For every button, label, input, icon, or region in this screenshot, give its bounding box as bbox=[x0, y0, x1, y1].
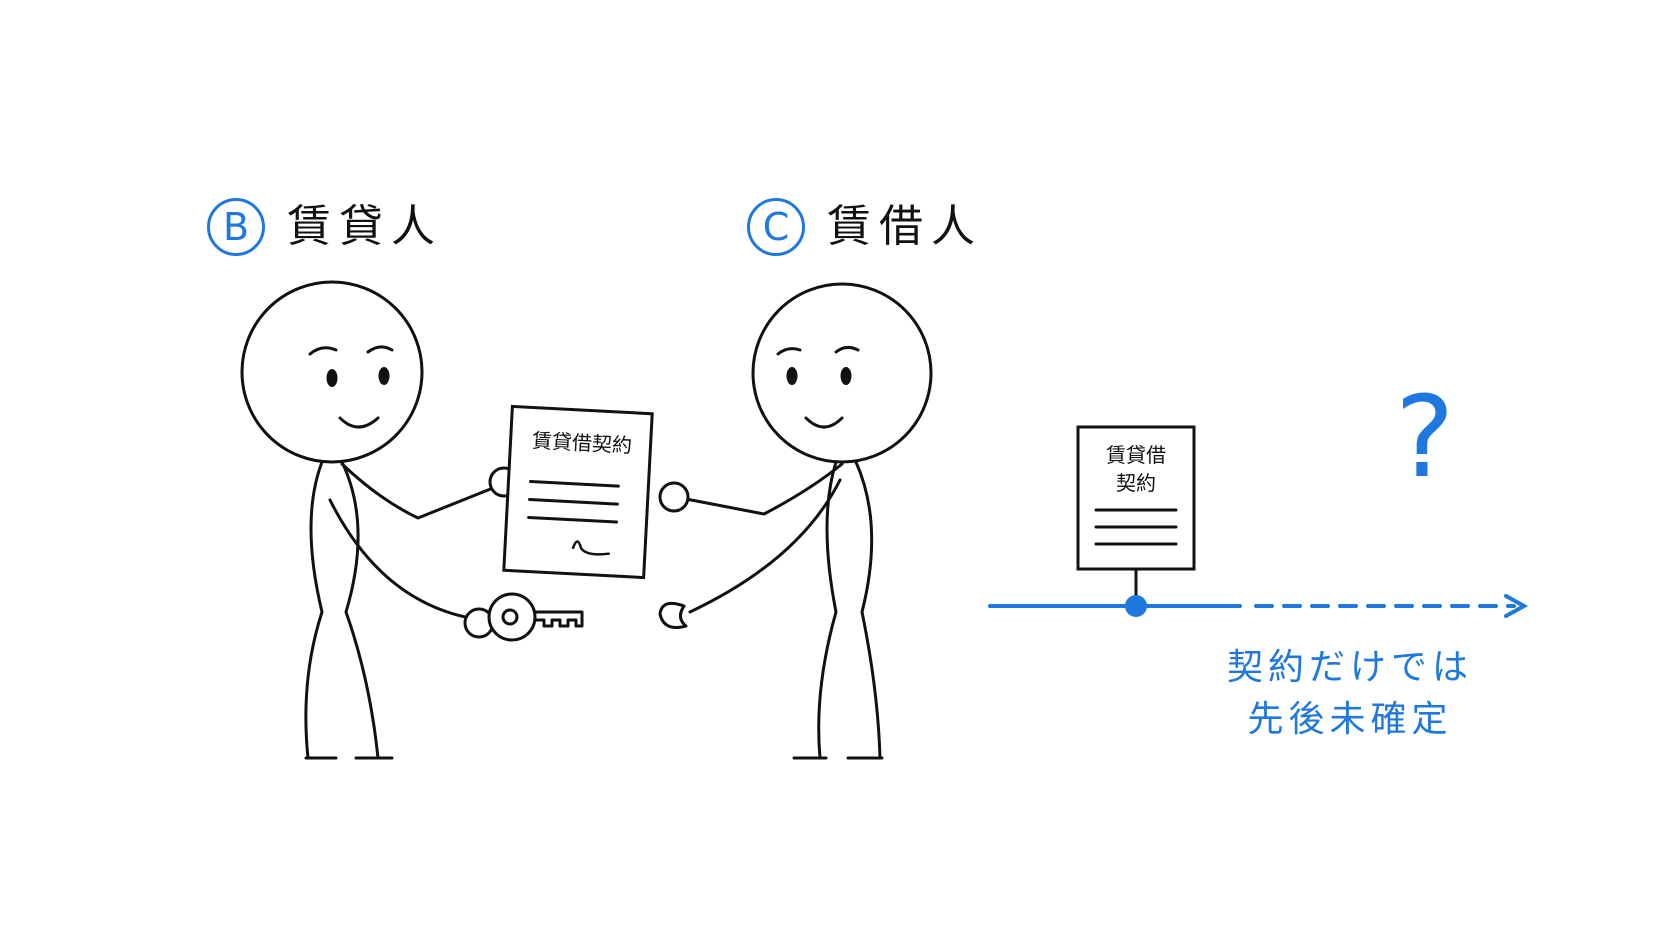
lessor-letter-badge: B bbox=[207, 198, 265, 256]
question-mark-icon: ? bbox=[1395, 373, 1455, 503]
contract-document-icon bbox=[502, 404, 654, 580]
timeline-document-title-line1: 賃貸借 bbox=[1106, 443, 1166, 467]
timeline-document-icon bbox=[1076, 425, 1196, 600]
lessee-name: 賃借人 bbox=[827, 201, 983, 252]
stick-figure-lessee bbox=[684, 282, 933, 760]
timeline-marker bbox=[1125, 595, 1147, 617]
lessee-hand-document bbox=[658, 481, 690, 513]
lessee-eyes bbox=[786, 367, 852, 385]
caption-line1: 契約だけでは bbox=[1226, 647, 1473, 688]
lessor-eyes bbox=[326, 367, 390, 387]
lessor-name: 賃貸人 bbox=[287, 201, 443, 252]
caption-line2: 先後未確定 bbox=[1247, 699, 1453, 740]
lessor-label: B 賃貸人 bbox=[207, 198, 443, 256]
lessee-label: C 賃借人 bbox=[747, 198, 983, 256]
timeline-document-title-line2: 契約 bbox=[1116, 471, 1156, 495]
lessee-hand-key bbox=[658, 601, 688, 629]
timeline-arrow-icon bbox=[988, 594, 1529, 618]
stick-figure-lessor bbox=[240, 280, 500, 760]
key-icon bbox=[463, 592, 584, 642]
lessee-letter-badge: C bbox=[747, 198, 805, 256]
